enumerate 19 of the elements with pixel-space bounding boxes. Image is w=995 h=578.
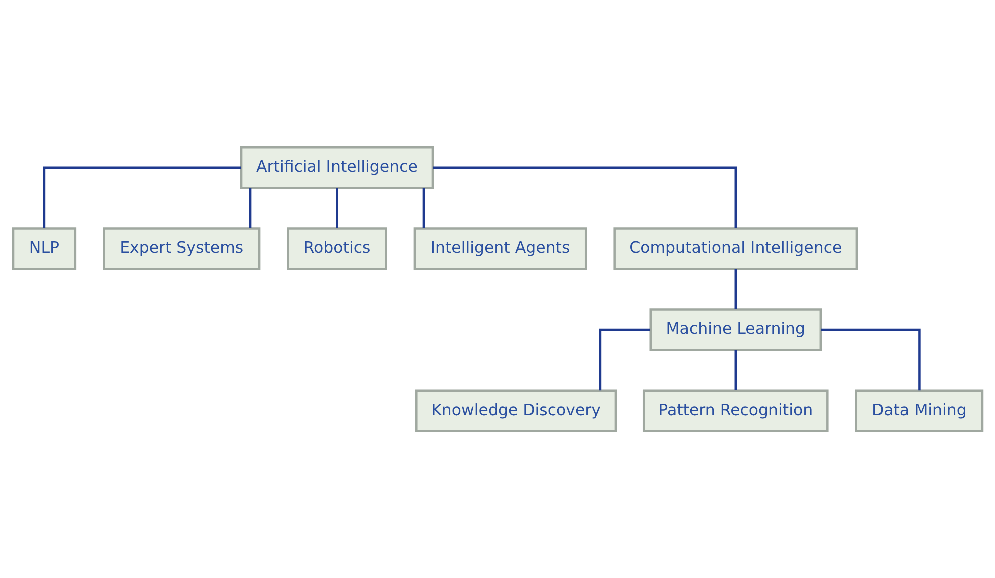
node-box: Artificial Intelligence: [240, 146, 434, 189]
connector: [42, 166, 241, 228]
connector: [598, 328, 650, 390]
connector: [734, 268, 736, 309]
node-box: Pattern Recognition: [642, 389, 828, 432]
connector: [422, 188, 425, 228]
connector: [432, 166, 736, 228]
connector: [734, 350, 736, 390]
node-box: Robotics: [286, 227, 387, 270]
node-box: Expert Systems: [102, 227, 260, 270]
connector: [336, 188, 338, 228]
connector: [248, 188, 252, 228]
node-box: NLP: [12, 227, 76, 270]
node-box: Knowledge Discovery: [415, 389, 617, 432]
node-box: Computational Intelligence: [613, 227, 858, 270]
node-box: Machine Learning: [649, 308, 822, 351]
connector: [820, 328, 920, 390]
node-box: Intelligent Agents: [413, 227, 587, 270]
node-box: Data Mining: [854, 389, 984, 432]
